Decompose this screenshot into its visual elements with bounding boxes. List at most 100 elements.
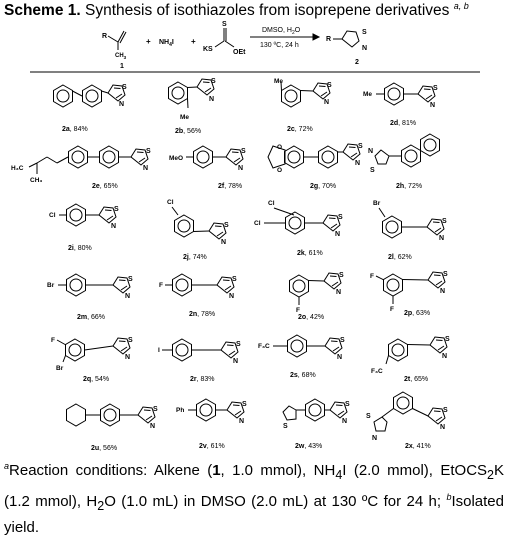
compound-yield-2x: , 41%: [413, 443, 431, 450]
atom-n: N: [143, 165, 148, 172]
compound-id-2x: 2x: [405, 443, 413, 450]
atom-n: N: [337, 354, 342, 361]
compound-2d-structure: Me S N: [363, 82, 438, 109]
atom-n: N: [336, 289, 341, 296]
methyl-label: Me: [363, 91, 372, 98]
compound-id-2a: 2a: [62, 126, 70, 133]
compound-label-2r: 2r, 83%: [190, 376, 215, 383]
compound-2c-structure: S N Me: [274, 78, 332, 108]
compound-id-2g: 2g: [310, 183, 318, 190]
atom-s: S: [236, 341, 241, 348]
atom-n: N: [229, 293, 234, 300]
compound-label-2d: 2d, 81%: [390, 120, 416, 127]
compound-2w-structure: S S N: [282, 398, 350, 430]
reaction-scheme-drawing: R CH3 1 + NH4I + KS S OEt: [11, 21, 480, 452]
compound-label-2l: 2l, 62%: [388, 254, 412, 261]
compound-yield-2e: , 65%: [100, 183, 118, 190]
compound-id-2q: 2q: [83, 376, 91, 383]
compound-id-2e: 2e: [92, 183, 100, 190]
atom-n: N: [119, 101, 124, 108]
atom-n: N: [440, 424, 445, 431]
atom-s: S: [433, 85, 438, 92]
compound-label-2a: 2a, 84%: [62, 126, 88, 133]
fluoro-label: F: [296, 307, 300, 314]
compound-2i-structure: Cl S N: [49, 203, 119, 230]
atom-n: N: [238, 165, 243, 172]
compound-2o-structure: F S N: [289, 272, 344, 314]
compound-yield-2m: , 66%: [87, 314, 105, 321]
compound-label-2v: 2v, 61%: [199, 443, 225, 450]
compound-id-2d: 2d: [390, 120, 398, 127]
bromo-label: Br: [56, 365, 64, 372]
compound-id-2r: 2r: [190, 376, 197, 383]
compound-label-2b: 2b, 56%: [175, 128, 201, 135]
compound-label-2t: 2t, 65%: [404, 376, 428, 383]
compound-id-2p: 2p: [404, 310, 412, 317]
compound-id-2t: 2t: [404, 376, 411, 383]
scheme-title: Scheme 1. Synthesis of isothiazoles from…: [4, 1, 469, 20]
compound-label-2w: 2w, 43%: [295, 443, 322, 450]
atom-s: S: [443, 407, 448, 414]
compound-id-2j: 2j: [183, 254, 189, 261]
bromo-label: Br: [373, 200, 381, 207]
scheme-title-text: Synthesis of isothiazoles from isoprepen…: [80, 2, 450, 20]
compound-2b-structure: S N Me: [168, 78, 216, 121]
compound-id-2o: 2o: [298, 314, 306, 321]
compound-label-2i: 2i, 80%: [68, 245, 92, 252]
compound-id-2n: 2n: [189, 311, 197, 318]
compound-yield-2v: , 61%: [207, 443, 225, 450]
compound-2r-structure: I S N: [158, 338, 241, 365]
compound-label-2q: 2q, 54%: [83, 376, 109, 383]
compound-label-2f: 2f, 78%: [218, 183, 242, 190]
trifluoromethyl-label: F₃C: [258, 343, 270, 350]
footnote-mark-a: a: [4, 461, 10, 471]
h3c-label: H₃C: [11, 165, 24, 172]
compound-yield-2d: , 81%: [398, 120, 416, 127]
compound-yield-2w: , 43%: [304, 443, 322, 450]
footnote-nh4-subscript: 4: [335, 468, 343, 482]
chloro-label: Cl: [254, 220, 261, 227]
atom-n: N: [221, 239, 226, 246]
atom-s: S: [370, 167, 375, 174]
compound-labels: 2a, 84%2b, 56%2c, 72%2d, 81%2e, 65%2f, 7…: [62, 120, 431, 452]
atom-s: S: [128, 337, 133, 344]
compound-yield-2u: , 56%: [99, 445, 117, 452]
compound-yield-2t: , 65%: [410, 376, 428, 383]
compound-2f-structure: MeO S N: [169, 145, 246, 172]
conditions-temperature-time: 130 ºC, 24 h: [260, 42, 299, 49]
atom-o: O: [277, 167, 282, 174]
compound-label-2x: 2x, 41%: [405, 443, 431, 450]
fluoro-label: F: [159, 282, 163, 289]
chloro-label: Cl: [268, 200, 275, 207]
phenyl-label: Ph: [176, 407, 184, 414]
compound-yield-2i: , 80%: [74, 245, 92, 252]
atom-n: N: [125, 354, 130, 361]
atom-n: N: [125, 293, 130, 300]
compound-yield-2a: , 84%: [70, 126, 88, 133]
compound-label-2h: 2h, 72%: [396, 183, 422, 190]
atom-n: N: [439, 235, 444, 242]
atom-o: O: [277, 144, 282, 151]
compound-yield-2h: , 72%: [404, 183, 422, 190]
reagent-ammonium-iodide: NH4I: [159, 39, 174, 48]
reactant-number: 1: [120, 63, 124, 70]
scheme-title-footnote-marks: a, b: [453, 1, 469, 11]
synthesis-scheme: Scheme 1. Synthesis of isothiazoles from…: [4, 1, 504, 536]
compound-2k-structure: Cl Cl S N: [254, 200, 343, 238]
atom-n: N: [440, 288, 445, 295]
reactant-methyl-label: CH3: [115, 53, 127, 60]
trifluoromethyl-label: F₃C: [371, 368, 383, 375]
methyl-label: Me: [274, 78, 283, 85]
footnote-text-1: Reaction conditions: Alkene (: [9, 462, 213, 479]
compound-2g-structure: O O S N: [267, 143, 363, 174]
compound-label-2p: 2p, 63%: [404, 310, 430, 317]
methyl-label: Me: [180, 114, 189, 121]
product-s-label: S: [362, 29, 367, 36]
product-r-label: R: [326, 36, 331, 43]
compound-yield-2s: , 68%: [298, 372, 316, 379]
atom-n: N: [355, 160, 360, 167]
compound-yield-2k: , 61%: [305, 250, 323, 257]
reaction-arrow: DMSO, H2O 130 ºC, 24 h: [250, 27, 321, 49]
atom-s: S: [153, 406, 158, 413]
compound-label-2n: 2n, 78%: [189, 311, 215, 318]
